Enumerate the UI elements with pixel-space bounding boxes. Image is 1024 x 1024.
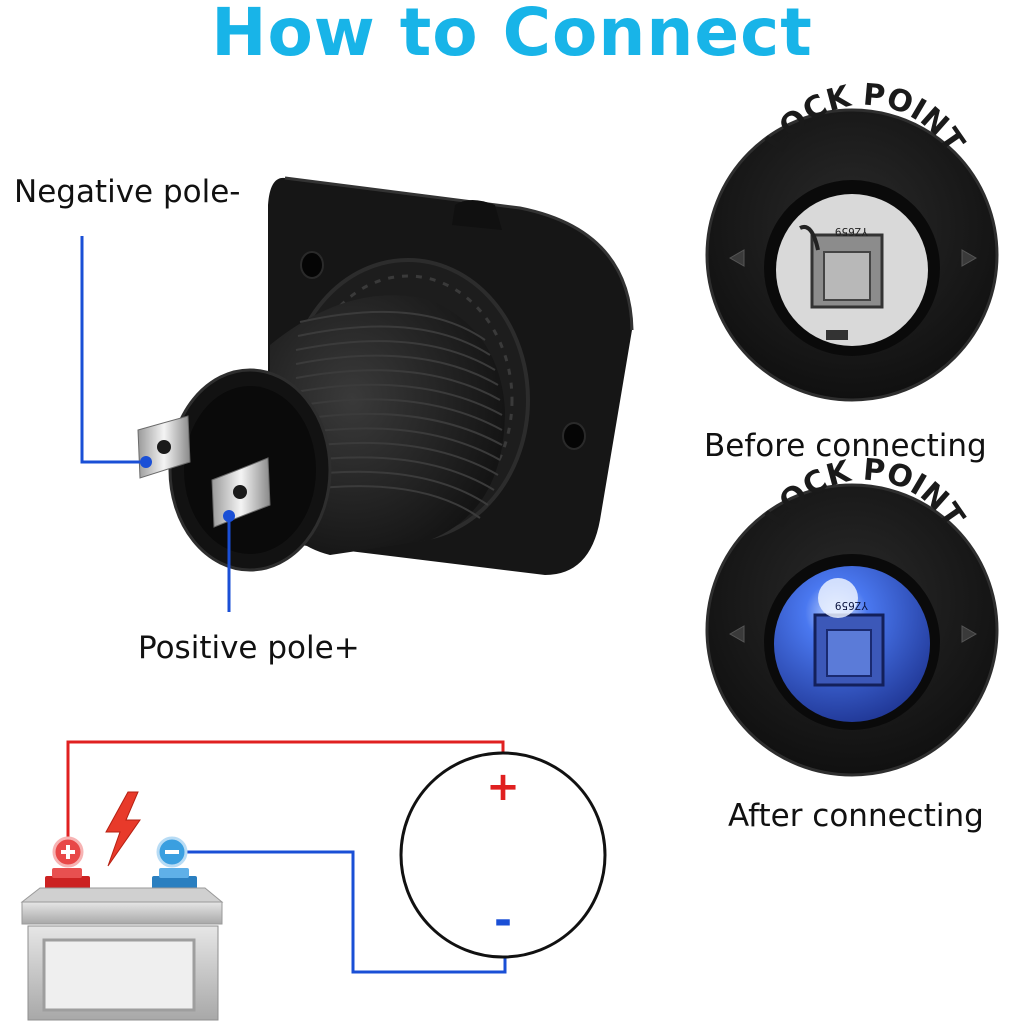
plus-sign: + [486,764,520,810]
mounting-hole [300,251,324,279]
lightning-icon [105,791,141,867]
positive-pole-label: Positive pole+ [138,630,360,666]
lock-arrow-icon [728,249,745,267]
page-title: How to Connect [211,0,813,71]
minus-sign: - [494,895,512,946]
socket-before-connecting: LOCK POINT YZ659 [705,78,999,402]
wiring-diagram: + - [20,740,607,1021]
lock-arrow-icon [961,249,978,267]
mounting-hole [562,422,586,450]
negative-pole-label: Negative pole- [14,174,241,210]
socket-rear-view [137,176,634,575]
positive-pole-leader [223,510,235,612]
negative-wire [184,850,507,974]
before-connecting-label: Before connecting [704,428,987,464]
pcb-marking: YZ659 [835,599,868,612]
pcb-marking: YZ659 [835,225,868,238]
negative-pole-leader [80,236,152,468]
lock-arrow-icon [961,625,978,643]
after-connecting-label: After connecting [728,798,984,834]
positive-terminal [211,457,271,528]
socket-symbol [399,751,607,959]
battery-positive-marker-icon [52,836,84,868]
battery-negative-marker-icon [156,836,188,868]
socket-after-connecting: LOCK POINT YZ659 [705,453,999,777]
lock-arrow-icon [728,625,745,643]
battery-icon [20,868,224,1021]
